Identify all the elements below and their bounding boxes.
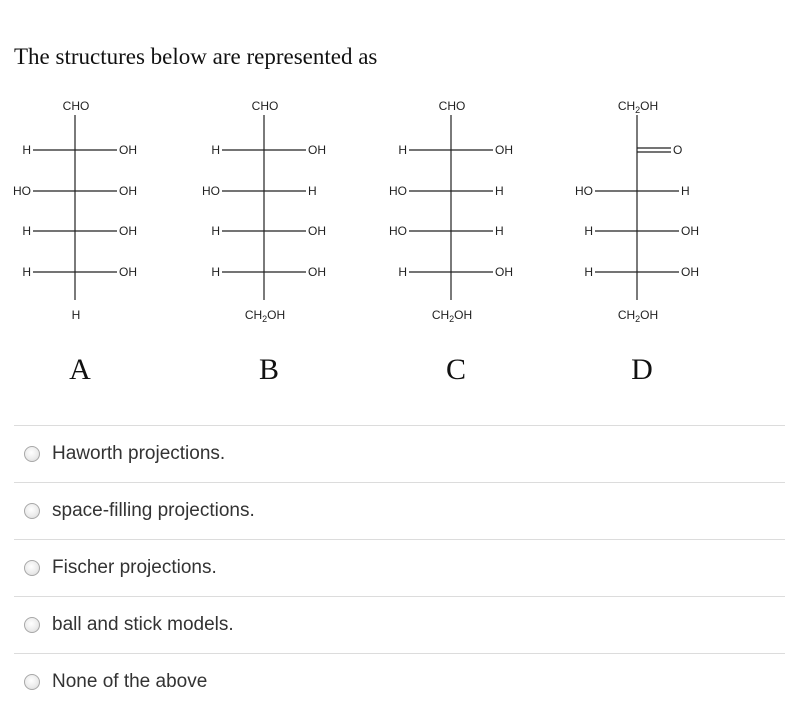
left-substituent-label: H <box>211 265 220 279</box>
left-substituent-label: H <box>211 143 220 157</box>
left-substituent-label: HO <box>389 224 407 238</box>
left-substituent-label: H <box>22 143 31 157</box>
radio-button[interactable] <box>24 674 40 690</box>
left-substituent-label: H <box>398 265 407 279</box>
left-substituent-label: H <box>584 265 593 279</box>
left-substituent-label: HO <box>202 184 220 198</box>
left-substituent-label: H <box>584 224 593 238</box>
left-substituent-label: HO <box>13 184 31 198</box>
structure-letter: D <box>631 353 653 386</box>
bottom-group-label: CH2OH <box>618 308 658 324</box>
top-group-label: CHO <box>439 99 466 113</box>
top-group-label: CHO <box>63 99 90 113</box>
structure-letter: C <box>446 353 466 386</box>
right-substituent-label: H <box>308 184 317 198</box>
option-ball-and-stick[interactable]: ball and stick models. <box>14 596 785 653</box>
bottom-group-label: CH2OH <box>245 308 285 324</box>
right-substituent-label: OH <box>119 265 137 279</box>
right-substituent-label: OH <box>495 265 513 279</box>
left-substituent-label: H <box>22 224 31 238</box>
option-space-filling[interactable]: space-filling projections. <box>14 482 785 539</box>
radio-button[interactable] <box>24 446 40 462</box>
answer-options: Haworth projections. space-filling proje… <box>14 425 785 710</box>
right-substituent-label: OH <box>681 265 699 279</box>
right-substituent-label: OH <box>119 184 137 198</box>
option-none-of-the-above[interactable]: None of the above <box>14 653 785 710</box>
radio-button[interactable] <box>24 560 40 576</box>
left-substituent-label: HO <box>389 184 407 198</box>
right-substituent-label: OH <box>308 143 326 157</box>
right-substituent-label: OH <box>495 143 513 157</box>
right-substituent-label: H <box>681 184 690 198</box>
structure-letter: B <box>259 353 279 386</box>
right-substituent-label: OH <box>308 224 326 238</box>
bottom-group-label: CH2OH <box>432 308 472 324</box>
option-label: ball and stick models. <box>52 614 234 635</box>
left-substituent-label: HO <box>575 184 593 198</box>
left-substituent-label: H <box>398 143 407 157</box>
option-label: space-filling projections. <box>52 500 255 521</box>
right-substituent-label: OH <box>308 265 326 279</box>
right-substituent-label: H <box>495 184 504 198</box>
bottom-group-label: H <box>72 308 81 322</box>
left-substituent-label: H <box>211 224 220 238</box>
right-substituent-label: H <box>495 224 504 238</box>
right-substituent-label: OH <box>681 224 699 238</box>
right-substituent-label: OH <box>119 143 137 157</box>
radio-button[interactable] <box>24 617 40 633</box>
option-haworth[interactable]: Haworth projections. <box>14 425 785 482</box>
question-text: The structures below are represented as <box>14 44 378 69</box>
left-substituent-label: H <box>22 265 31 279</box>
option-label: Fischer projections. <box>52 557 217 578</box>
structure-letter: A <box>69 353 91 386</box>
right-substituent-label: O <box>673 143 682 157</box>
top-group-label: CH2OH <box>618 99 658 115</box>
option-label: Haworth projections. <box>52 443 226 464</box>
option-fischer[interactable]: Fischer projections. <box>14 539 785 596</box>
radio-button[interactable] <box>24 503 40 519</box>
right-substituent-label: OH <box>119 224 137 238</box>
top-group-label: CHO <box>252 99 279 113</box>
option-label: None of the above <box>52 671 208 692</box>
